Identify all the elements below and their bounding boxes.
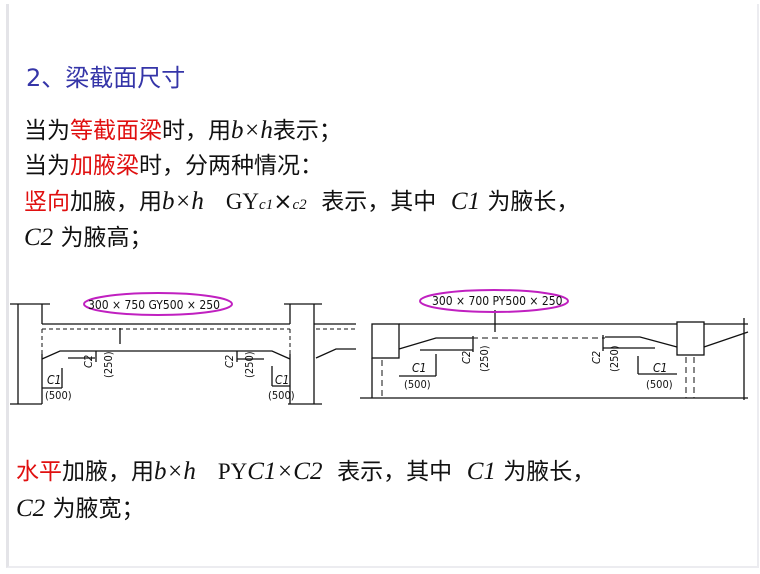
c2-label: C2: [460, 351, 473, 364]
text-line-3: 竖向加腋，用b×h GYc1×c2 表示，其中 C1 为腋长，: [24, 182, 579, 216]
text: 表示；: [272, 118, 342, 144]
c1-label: C1: [653, 361, 667, 375]
c2-dim: (250): [243, 351, 256, 378]
text: 时，分两种情况：: [139, 153, 323, 179]
c1-label: C1: [47, 373, 61, 387]
c1-dim: (500): [646, 378, 673, 391]
beam-label: 300 × 700 PY500 × 250: [432, 294, 563, 308]
text-line-4: C2 为腋高；: [24, 218, 153, 252]
formula: c2: [292, 197, 307, 213]
highlight-text: 竖向: [24, 189, 70, 215]
c1-label: C1: [412, 361, 426, 375]
label-ellipse: [419, 289, 569, 313]
c2-dim: (250): [102, 351, 115, 378]
label-ellipse: [83, 292, 233, 316]
c1-dim: (500): [404, 378, 431, 391]
text: 为腋宽；: [52, 496, 145, 522]
c2-dim: (250): [608, 345, 621, 372]
text-line-5: 水平加腋，用b×h PYC1×C2 表示，其中 C1 为腋长，: [16, 452, 595, 486]
formula: C2: [24, 224, 54, 251]
highlight-text: 加腋梁: [70, 153, 139, 179]
text: 表示，其中: [321, 189, 437, 215]
text-line-6: C2 为腋宽；: [16, 489, 145, 523]
c2-label: C2: [223, 355, 236, 368]
formula: GY: [225, 189, 260, 214]
formula: ×: [273, 189, 293, 215]
text: 为腋高；: [60, 225, 153, 251]
formula: b×h: [154, 458, 196, 485]
diagram-vertical-haunch: 300 × 750 GY500 × 250 C1 (500) C1 (500) …: [10, 292, 356, 405]
formula: PY: [217, 459, 248, 484]
c1-label: C1: [275, 373, 289, 387]
beam-label: 300 × 750 GY500 × 250: [88, 298, 220, 312]
formula: C1×C2: [247, 458, 323, 485]
formula: c1: [259, 197, 274, 213]
slide-title: 2、梁截面尺寸: [26, 64, 186, 92]
c2-dim: (250): [478, 345, 491, 372]
c2-label: C2: [590, 351, 603, 364]
formula: b×h: [231, 117, 273, 144]
text: 当为: [24, 153, 70, 179]
highlight-text: 等截面梁: [70, 118, 162, 144]
formula: C2: [16, 495, 46, 522]
c1-dim: (500): [45, 389, 72, 402]
formula: b×h: [162, 188, 204, 215]
text: 加腋，用: [70, 189, 162, 215]
formula: C1: [466, 458, 496, 485]
text: 时，用: [162, 118, 231, 144]
c1-dim: (500): [268, 389, 295, 402]
text: 为腋长，: [503, 459, 596, 485]
text: 当为: [24, 118, 70, 144]
highlight-text: 水平: [16, 459, 62, 485]
text-line-1: 当为等截面梁时，用b×h表示；: [24, 111, 342, 145]
diagram-horizontal-haunch: 300 × 700 PY500 × 250 C1 (500) C1 (500) …: [360, 289, 749, 400]
text: 加腋，用: [62, 459, 154, 485]
c2-label: C2: [82, 355, 95, 368]
slide-frame: [6, 4, 759, 568]
text: 为腋长，: [487, 189, 580, 215]
text-line-2: 当为加腋梁时，分两种情况：: [24, 146, 323, 180]
text: 表示，其中: [337, 459, 453, 485]
formula: C1: [450, 188, 481, 215]
